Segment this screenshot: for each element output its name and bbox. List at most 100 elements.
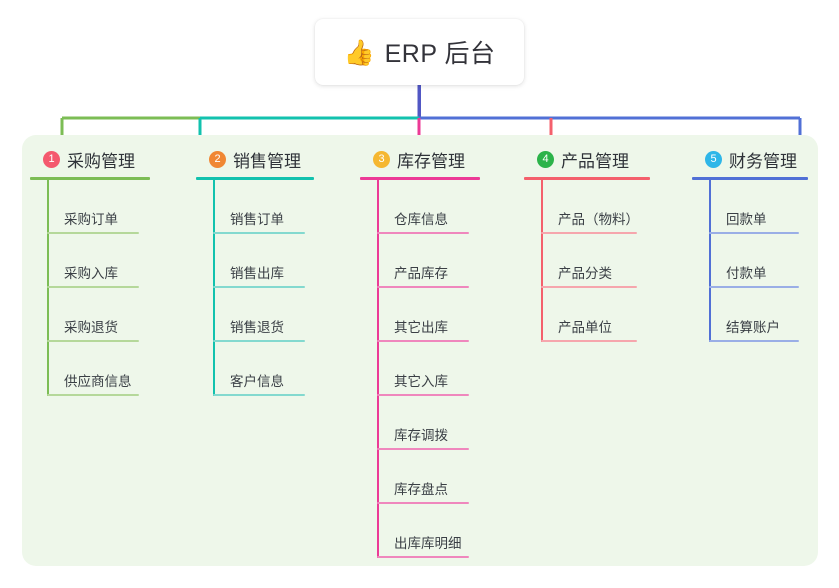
column-badge-2: 2 [209,150,226,168]
menu-item[interactable]: 库存调拨 [377,396,480,450]
column-3: 3 库存管理仓库信息产品库存其它出库其它入库库存调拨库存盘点出库库明细 [360,146,480,558]
page-title: ERP 后台 [384,40,496,68]
column-badge-1: 1 [43,150,60,168]
column-5: 5 财务管理回款单付款单结算账户 [692,146,808,342]
menu-item-rule [47,286,139,288]
column-spine-2 [213,180,215,396]
menu-item-label: 其它出库 [394,320,448,336]
menu-item-rule [541,286,637,288]
menu-item-label: 结算账户 [726,320,780,336]
column-rule-4 [524,177,650,180]
menu-item-rule [47,394,139,396]
menu-item-label: 客户信息 [230,374,284,390]
column-2: 2 销售管理销售订单销售出库销售退货客户信息 [196,146,314,396]
menu-item-rule [377,448,469,450]
menu-item[interactable]: 采购退货 [47,288,150,342]
column-header-2[interactable]: 2 销售管理 [196,146,314,172]
menu-item-label: 销售退货 [230,320,284,336]
menu-item-label: 出库库明细 [394,536,462,552]
column-badge-5: 5 [705,150,722,168]
menu-item-label: 采购订单 [64,212,118,228]
menu-item[interactable]: 仓库信息 [377,180,480,234]
menu-item-label: 采购入库 [64,266,118,282]
column-spine-4 [541,180,543,342]
menu-item-rule [709,232,799,234]
thumbs-up-icon: 👍 [343,38,375,67]
column-1: 1 采购管理采购订单采购入库采购退货供应商信息 [30,146,150,396]
diagram-panel: 1 采购管理采购订单采购入库采购退货供应商信息 2 销售管理销售订单销售出库销售退货客… [22,135,818,566]
column-title-5: 财务管理 [729,151,797,171]
menu-item[interactable]: 销售出库 [213,234,314,288]
menu-item[interactable]: 出库库明细 [377,504,480,558]
menu-item-rule [709,340,799,342]
menu-item-label: 库存盘点 [394,482,448,498]
menu-item-label: 其它入库 [394,374,448,390]
menu-item-label: 产品分类 [558,266,612,282]
column-badge-3: 3 [373,150,390,168]
column-title-1: 采购管理 [67,151,135,171]
column-spine-1 [47,180,49,396]
menu-item-label: 产品单位 [558,320,612,336]
menu-item-rule [47,232,139,234]
root-title-card[interactable]: 👍 ERP 后台 [315,19,524,85]
menu-item[interactable]: 产品分类 [541,234,650,288]
menu-item[interactable]: 供应商信息 [47,342,150,396]
menu-item[interactable]: 回款单 [709,180,808,234]
column-4: 4 产品管理产品（物料） 产品分类产品单位 [524,146,650,342]
menu-item[interactable]: 产品（物料） [541,180,650,234]
menu-item-label: 库存调拨 [394,428,448,444]
column-spine-5 [709,180,711,342]
menu-item[interactable]: 产品库存 [377,234,480,288]
column-header-3[interactable]: 3 库存管理 [360,146,480,172]
column-header-5[interactable]: 5 财务管理 [692,146,808,172]
menu-item-label: 产品库存 [394,266,448,282]
column-rule-5 [692,177,808,180]
menu-item-rule [541,340,637,342]
menu-item[interactable]: 销售订单 [213,180,314,234]
menu-item[interactable]: 结算账户 [709,288,808,342]
column-title-2: 销售管理 [233,151,301,171]
column-rule-2 [196,177,314,180]
menu-item[interactable]: 付款单 [709,234,808,288]
column-title-4: 产品管理 [561,151,629,171]
menu-item-rule [47,340,139,342]
column-items-2: 销售订单销售出库销售退货客户信息 [196,180,314,396]
menu-item-label: 销售出库 [230,266,284,282]
menu-item-label: 采购退货 [64,320,118,336]
column-header-4[interactable]: 4 产品管理 [524,146,650,172]
column-header-1[interactable]: 1 采购管理 [30,146,150,172]
menu-item-label: 供应商信息 [64,374,132,390]
column-items-5: 回款单付款单结算账户 [692,180,808,342]
menu-item[interactable]: 客户信息 [213,342,314,396]
menu-item[interactable]: 库存盘点 [377,450,480,504]
menu-item-label: 销售订单 [230,212,284,228]
column-items-1: 采购订单采购入库采购退货供应商信息 [30,180,150,396]
menu-item[interactable]: 采购订单 [47,180,150,234]
menu-item-rule [213,340,305,342]
menu-item-rule [377,340,469,342]
menu-item-rule [213,394,305,396]
menu-item-rule [377,394,469,396]
column-items-4: 产品（物料） 产品分类产品单位 [524,180,650,342]
menu-item-rule [213,286,305,288]
menu-item-rule [213,232,305,234]
menu-item-label: 产品（物料） [558,212,639,228]
menu-item-rule [377,502,469,504]
menu-item[interactable]: 采购入库 [47,234,150,288]
column-items-3: 仓库信息产品库存其它出库其它入库库存调拨库存盘点出库库明细 [360,180,480,558]
menu-item-rule [377,556,469,558]
menu-item[interactable]: 销售退货 [213,288,314,342]
menu-item[interactable]: 其它入库 [377,342,480,396]
menu-item-rule [377,286,469,288]
column-badge-4: 4 [537,150,554,168]
column-rule-1 [30,177,150,180]
menu-item-rule [541,232,637,234]
menu-item-label: 付款单 [726,266,767,282]
menu-item[interactable]: 其它出库 [377,288,480,342]
menu-item-label: 仓库信息 [394,212,448,228]
column-rule-3 [360,177,480,180]
menu-item[interactable]: 产品单位 [541,288,650,342]
menu-item-label: 回款单 [726,212,767,228]
column-title-3: 库存管理 [397,151,465,171]
column-spine-3 [377,180,379,558]
